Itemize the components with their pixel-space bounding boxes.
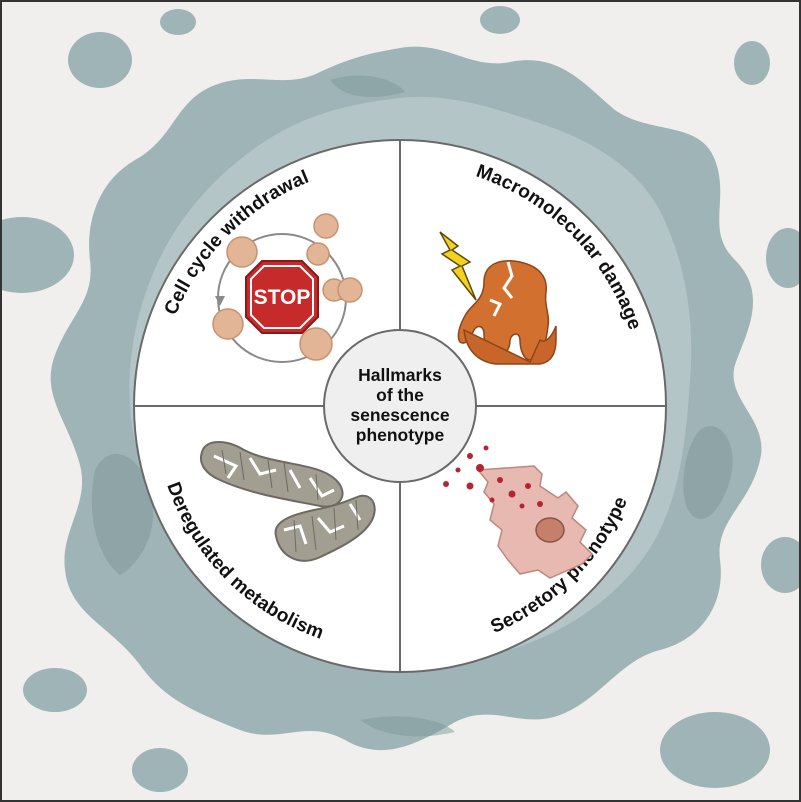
- secretion-dot: [476, 464, 484, 472]
- droplet: [660, 712, 770, 788]
- secretion-dot: [497, 477, 503, 483]
- mitochondrion-icon: [200, 441, 344, 508]
- mitochondrion-body: [200, 441, 344, 508]
- cell-icon: [299, 327, 333, 361]
- cell-shadow-bottom: [360, 716, 455, 737]
- stop-octagon: [245, 260, 319, 334]
- droplet: [480, 6, 520, 34]
- cell-icon: [313, 213, 339, 239]
- stop-octagon-border: [250, 265, 314, 329]
- secretion-dot: [537, 501, 543, 507]
- damage-crack: [502, 261, 514, 299]
- droplet: [132, 748, 188, 792]
- center-line-1: Hallmarks: [358, 365, 442, 385]
- droplet: [68, 32, 132, 88]
- mitochondrion-cristae: [293, 499, 359, 553]
- nucleus-icon: [535, 517, 565, 543]
- droplet: [23, 668, 87, 712]
- droplet: [761, 537, 801, 593]
- secretion-dot: [508, 490, 516, 498]
- secretion-dot: [483, 445, 489, 451]
- cell-icon: [337, 277, 363, 303]
- cell-icon: [306, 242, 330, 266]
- lightning-bolt-icon: [439, 231, 477, 301]
- cycle-arrow-icon: [215, 296, 225, 306]
- mitochondrion-icon: [274, 494, 376, 562]
- secretion-dot: [455, 467, 461, 473]
- droplet: [160, 9, 196, 35]
- droplet: [766, 228, 801, 288]
- mitochondrion-cristae: [221, 449, 319, 501]
- cell-shadow-top: [330, 75, 405, 97]
- center-line-4: phenotype: [356, 425, 445, 445]
- protein-base-icon: [463, 325, 557, 365]
- center-circle: [323, 329, 477, 483]
- cell-icon: [212, 308, 244, 340]
- cell-shadow-right: [683, 426, 733, 519]
- stop-label: STOP: [254, 286, 311, 309]
- satellite-droplets: [0, 6, 801, 792]
- secretion-dot: [466, 482, 474, 490]
- mitochondrion-cracks: [213, 454, 335, 498]
- dividing-cells: [212, 213, 363, 361]
- mitochondrion-cracks: [283, 503, 362, 545]
- secretory-cell-icon: [476, 465, 594, 579]
- damaged-protein-icon: [457, 260, 550, 361]
- center-line-3: senescence: [350, 405, 450, 425]
- secretion-dot: [525, 483, 531, 489]
- cell-icon: [226, 236, 258, 268]
- center-line-2: of the: [376, 385, 424, 405]
- secretion-dot: [467, 453, 473, 459]
- secretion-dot: [443, 481, 449, 487]
- stop-sign: STOP: [245, 260, 319, 334]
- cell-shadow-left: [91, 453, 154, 575]
- droplet: [0, 217, 74, 293]
- droplet: [734, 41, 770, 85]
- secretion-dot: [519, 503, 525, 509]
- damage-crack: [489, 298, 503, 317]
- secretion-dot: [489, 497, 495, 503]
